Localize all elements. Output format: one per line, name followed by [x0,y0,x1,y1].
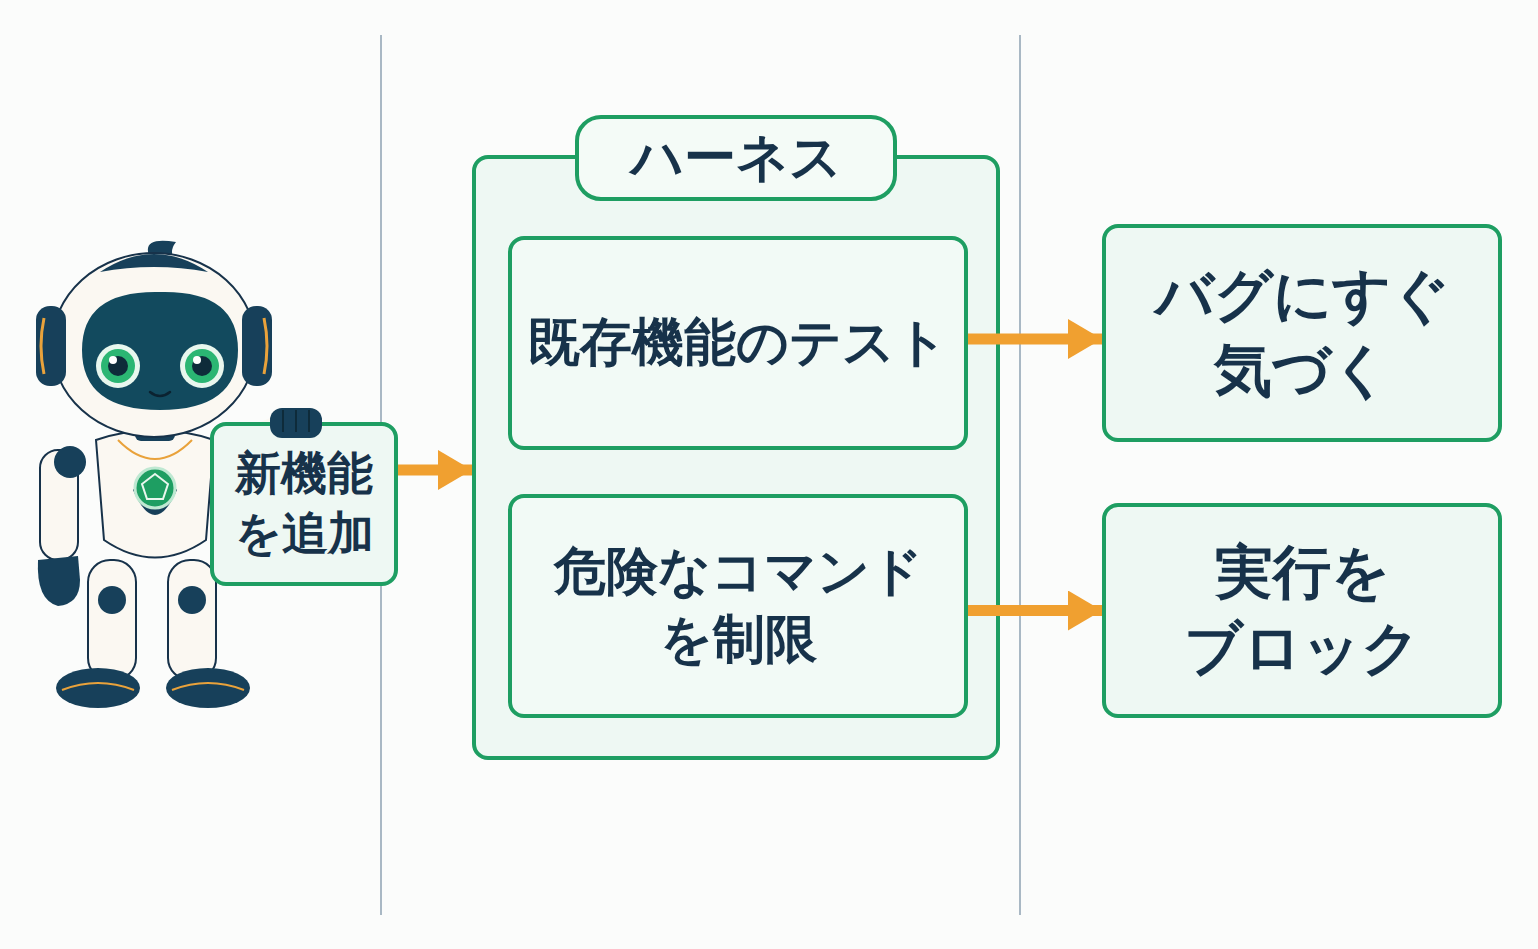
group-heading-tab: ハーネス [575,115,897,201]
robot-hand [270,408,322,438]
box-label: 実行を ブロック [1106,535,1498,686]
robot-chest-emblem [135,468,175,508]
box-label: 既存機能のテスト [518,309,958,377]
robot-ear-trim [264,318,267,374]
robot-holding-hand [270,408,322,438]
flow-arrow [398,465,472,476]
robot-emblem-shape [142,474,168,499]
robot-leg [88,560,136,680]
robot-hair [100,254,208,272]
box-label: 新機能 を追加 [214,444,394,564]
action-box: 新機能 を追加 [210,422,398,586]
robot-ear-trim [41,318,44,374]
robot-foot [166,668,250,708]
column-divider [1019,35,1021,915]
robot-pupil [108,356,128,376]
result-box: 実行を ブロック [1102,503,1502,718]
box-label: 危険なコマンド を制限 [512,538,964,673]
flow-arrow [968,605,1102,616]
robot-foot-trim [172,683,244,690]
robot-eye [96,344,140,388]
process-box: 危険なコマンド を制限 [508,494,968,718]
group-heading: ハーネス [621,124,852,192]
robot-leg [168,560,216,680]
box-label: バグにすぐ 気づく [1106,258,1498,409]
robot-ear [36,306,66,386]
robot-head [52,253,256,437]
robot-finger-line [308,410,310,432]
robot-eye-shine [109,356,117,364]
result-box: バグにすぐ 気づく [1102,224,1502,442]
robot-ear [242,306,272,386]
robot-face [82,292,238,410]
robot-eye-shine [193,356,201,364]
flow-arrow [968,334,1102,345]
robot-shoulder [54,446,86,478]
robot-iris [101,349,135,383]
robot-torso [96,430,214,558]
robot-knee [178,586,206,614]
robot-finger-line [295,410,297,432]
harness-group: 既存機能のテスト危険なコマンド を制限ハーネス [472,155,1000,760]
robot-hand [38,556,80,606]
robot-collar [118,440,192,459]
robot-iris [185,349,219,383]
robot-pupil [192,356,212,376]
robot-finger-line [282,410,284,432]
robot-foot [56,668,140,708]
process-box: 既存機能のテスト [508,236,968,450]
robot-eye [180,344,224,388]
robot-knee [98,586,126,614]
robot-foot-trim [62,683,134,690]
robot-smile [150,392,170,396]
